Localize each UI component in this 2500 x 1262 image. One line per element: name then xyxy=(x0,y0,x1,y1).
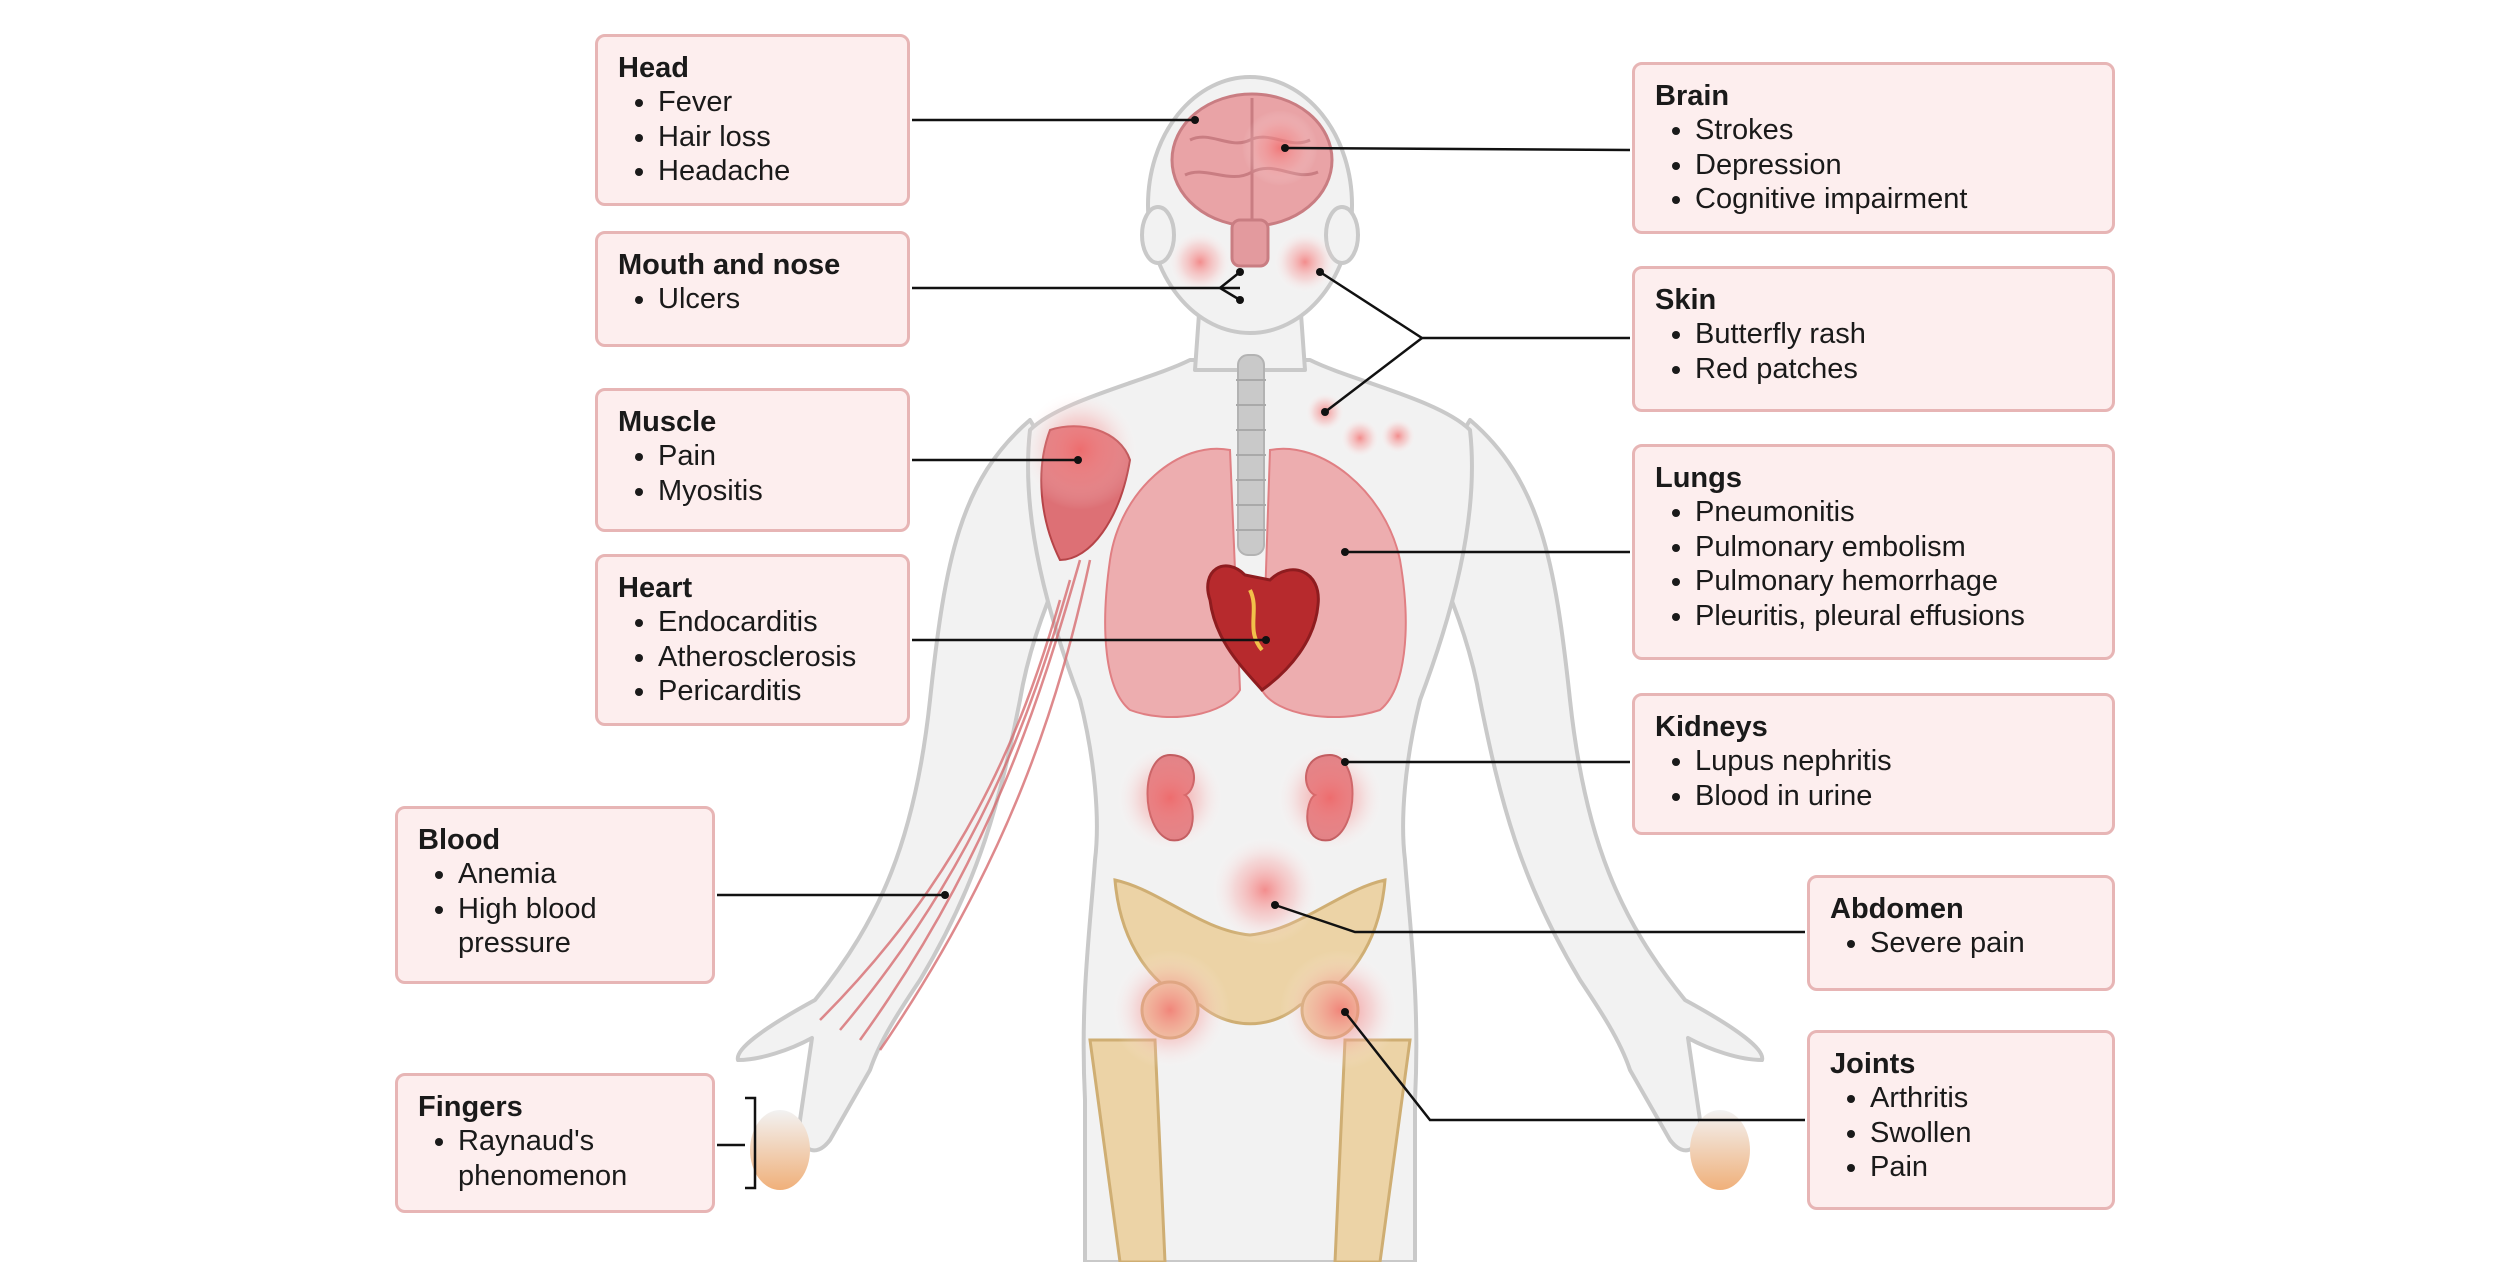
callout-kidneys: Kidneys Lupus nephritis Blood in urine xyxy=(1632,693,2115,835)
list-item: phenomenon xyxy=(458,1159,628,1192)
list-item: Pulmonary embolism xyxy=(1695,530,2094,565)
symptom-list: Fever Hair loss Headache xyxy=(618,85,889,189)
symptom-list: Butterfly rash Red patches xyxy=(1655,317,2094,386)
right-arm xyxy=(1408,418,1765,1153)
callout-heart: Heart Endocarditis Atherosclerosis Peric… xyxy=(595,554,910,726)
symptom-list: Endocarditis Atherosclerosis Pericarditi… xyxy=(618,605,889,709)
list-item: Anemia xyxy=(458,857,694,892)
list-item: Arthritis xyxy=(1870,1081,2094,1116)
symptom-list: Severe pain xyxy=(1830,926,2094,961)
connector-dots xyxy=(941,116,1349,1016)
symptom-list: Raynaud's phenomenon xyxy=(418,1124,694,1193)
heart-shape xyxy=(1206,564,1320,693)
list-item: High blood xyxy=(458,892,694,927)
symptom-list: Ulcers xyxy=(618,282,889,317)
callout-blood: Blood Anemia High blood pressure xyxy=(395,806,715,984)
callout-brain: Brain Strokes Depression Cognitive impai… xyxy=(1632,62,2115,234)
callout-title: Muscle xyxy=(618,406,717,438)
callout-abdomen: Abdomen Severe pain xyxy=(1807,875,2115,991)
symptom-list: Pneumonitis Pulmonary embolism Pulmonary… xyxy=(1655,495,2094,633)
left-ear xyxy=(1140,205,1176,265)
list-item: Swollen xyxy=(1870,1116,2094,1151)
list-item: Lupus nephritis xyxy=(1695,744,2094,779)
list-item: Myositis xyxy=(658,474,889,509)
callout-title: Blood xyxy=(418,824,501,856)
list-item: Atherosclerosis xyxy=(658,640,889,675)
inflammation-glows xyxy=(1020,110,1416,1070)
connector-lines xyxy=(717,118,1805,1190)
finger-tips xyxy=(750,1110,1750,1190)
list-item: Raynaud's xyxy=(458,1124,694,1159)
symptom-list: Pain Myositis xyxy=(618,439,889,508)
list-item: Depression xyxy=(1695,148,2094,183)
list-item: Headache xyxy=(658,154,889,189)
blood-vessels-shape xyxy=(819,559,1092,1051)
list-item: Strokes xyxy=(1695,113,2094,148)
list-item: Pneumonitis xyxy=(1695,495,2094,530)
callout-title: Joints xyxy=(1830,1048,1916,1080)
callout-title: Abdomen xyxy=(1830,893,1964,925)
list-item: Red patches xyxy=(1695,352,2094,387)
list-item: Severe pain xyxy=(1870,926,2094,961)
symptom-list: Anemia High blood pressure xyxy=(418,857,694,961)
callout-lungs: Lungs Pneumonitis Pulmonary embolism Pul… xyxy=(1632,444,2115,660)
callout-mouth-and-nose: Mouth and nose Ulcers xyxy=(595,231,910,347)
callout-title: Kidneys xyxy=(1655,711,1768,743)
callout-skin: Skin Butterfly rash Red patches xyxy=(1632,266,2115,412)
list-item: Pulmonary hemorrhage xyxy=(1695,564,2094,599)
callout-title: Lungs xyxy=(1655,462,1742,494)
callout-fingers: Fingers Raynaud's phenomenon xyxy=(395,1073,715,1213)
list-item: Ulcers xyxy=(658,282,889,317)
list-item: Pain xyxy=(1870,1150,2094,1185)
symptom-list: Arthritis Swollen Pain xyxy=(1830,1081,2094,1185)
symptom-list: Strokes Depression Cognitive impairment xyxy=(1655,113,2094,217)
list-item: Blood in urine xyxy=(1695,779,2094,814)
callout-title: Head xyxy=(618,52,689,84)
callout-title: Brain xyxy=(1655,80,1730,112)
callout-title: Heart xyxy=(618,572,693,604)
callout-joints: Joints Arthritis Swollen Pain xyxy=(1807,1030,2115,1210)
list-item: Endocarditis xyxy=(658,605,889,640)
list-item: Hair loss xyxy=(658,120,889,155)
list-item: Butterfly rash xyxy=(1695,317,2094,352)
list-item: Pleuritis, pleural effusions xyxy=(1695,599,2094,634)
list-item: Cognitive impairment xyxy=(1695,182,2094,217)
callout-head: Head Fever Hair loss Headache xyxy=(595,34,910,206)
list-item: Pain xyxy=(658,439,889,474)
symptom-list: Lupus nephritis Blood in urine xyxy=(1655,744,2094,813)
list-item: Fever xyxy=(658,85,889,120)
callout-title: Skin xyxy=(1655,284,1717,316)
callout-muscle: Muscle Pain Myositis xyxy=(595,388,910,532)
list-item: Pericarditis xyxy=(658,674,889,709)
callout-title: Fingers xyxy=(418,1091,523,1123)
spine-shape xyxy=(1236,354,1266,556)
list-item: pressure xyxy=(458,927,571,959)
callout-title: Mouth and nose xyxy=(618,249,841,281)
